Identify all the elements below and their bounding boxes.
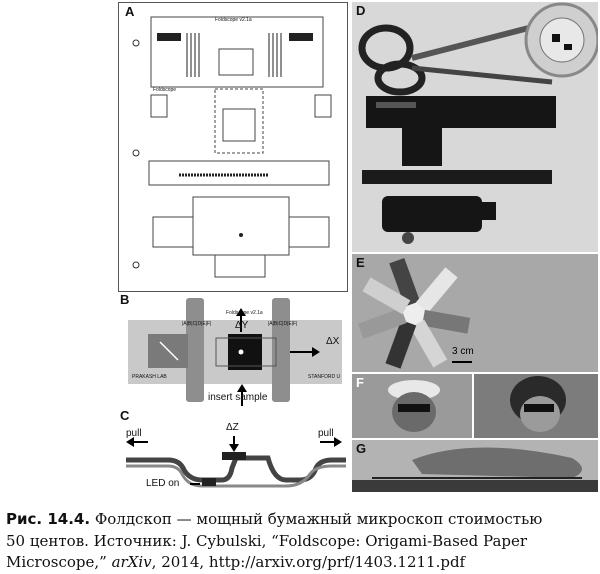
- caption-journal: arXiv: [111, 553, 152, 571]
- panel-b-drawing: [128, 298, 342, 406]
- panel-b-label: B: [120, 292, 130, 307]
- panel-b: B Foldscope v2.1a |A|B|C|D|E|F| |A|B|C|D…: [118, 292, 348, 406]
- panel-c-pull-left: pull: [126, 428, 142, 439]
- panel-d-photo: D: [352, 2, 598, 252]
- caption-text-1: Фолдскоп — мощный бумажный микроскоп сто…: [94, 510, 543, 528]
- panel-e-photo: E 3 cm: [352, 254, 598, 372]
- panel-c-label: C: [120, 408, 130, 423]
- panel-c-drawing: [126, 436, 346, 488]
- panel-a: A Foldscope v2.1a Foldscope: [118, 2, 348, 292]
- caption-line-1: Рис. 14.4. Фолдскоп — мощный бумажный ми…: [6, 509, 596, 531]
- panel-b-dx-label: ΔX: [326, 336, 340, 347]
- panel-g-label: G: [356, 441, 367, 456]
- figure-caption: Рис. 14.4. Фолдскоп — мощный бумажный ми…: [6, 509, 596, 574]
- caption-label: Рис. 14.4.: [6, 510, 91, 528]
- panel-b-lab-left: PRAKASH LAB: [132, 374, 167, 380]
- panel-c-pull-right: pull: [318, 428, 334, 439]
- panel-g-photo: G: [352, 440, 598, 492]
- panel-f-right-drawing: [510, 376, 566, 432]
- panel-b-insert-sample: insert sample: [208, 392, 268, 403]
- panel-a-label: A: [125, 4, 135, 19]
- panel-c: C pull pull ΔZ LED on: [118, 408, 350, 494]
- panel-e-label: E: [356, 255, 365, 270]
- panel-c-dz-label: ΔZ: [226, 422, 239, 433]
- panel-e-drawing: [357, 257, 472, 369]
- panel-f-photo-left: F: [352, 374, 472, 438]
- caption-line-2: 50 центов. Источник: J. Cybulski, “Folds…: [6, 531, 528, 550]
- panel-g-drawing: [352, 447, 598, 492]
- caption-line-3: Microscope,” arXiv, 2014, http://arxiv.o…: [6, 552, 596, 574]
- panel-f-photo-right: [474, 374, 598, 438]
- panel-b-version: Foldscope v2.1a: [226, 310, 263, 316]
- panel-d-drawing: [358, 2, 598, 244]
- caption-text-3b: , 2014, http://arxiv.org/prf/1403.1211.p…: [151, 553, 466, 571]
- panel-b-letters-right: |A|B|C|D|E|F|: [268, 321, 298, 327]
- panel-b-letters-left: |A|B|C|D|E|F|: [182, 321, 212, 327]
- panel-a-sheet-title: Foldscope v2.1a: [215, 17, 252, 23]
- panel-a-strip-tag: Foldscope: [153, 87, 177, 93]
- panel-f-left-drawing: [388, 380, 440, 432]
- panel-b-dy-label: ΔY: [235, 320, 249, 331]
- panel-c-led-on: LED on: [146, 478, 180, 489]
- panel-a-template-drawing: [132, 16, 332, 278]
- panel-e-scale-label: 3 cm: [452, 346, 474, 357]
- panel-d-label: D: [356, 3, 366, 18]
- caption-text-3a: Microscope,”: [6, 553, 107, 571]
- panel-f-label: F: [356, 375, 364, 390]
- panel-b-lab-right: STANFORD U: [308, 374, 341, 380]
